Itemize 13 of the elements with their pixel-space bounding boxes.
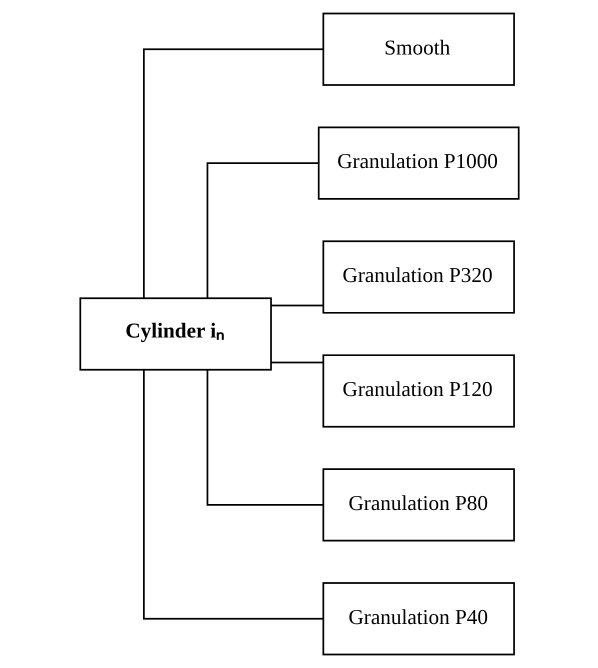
connector [142, 48, 322, 298]
connector [142, 370, 322, 620]
node-box: Granulation P80 [322, 468, 514, 542]
node-box: Cylinder iₙ [78, 297, 272, 371]
connector [270, 304, 323, 306]
connector [206, 162, 318, 298]
node-box: Granulation P320 [322, 240, 514, 314]
node-box: Smooth [322, 12, 514, 86]
connector [270, 362, 323, 364]
node-box: Granulation P1000 [317, 126, 520, 200]
connector [206, 370, 322, 506]
node-box: Granulation P40 [322, 582, 514, 656]
node-box: Granulation P120 [322, 354, 514, 428]
